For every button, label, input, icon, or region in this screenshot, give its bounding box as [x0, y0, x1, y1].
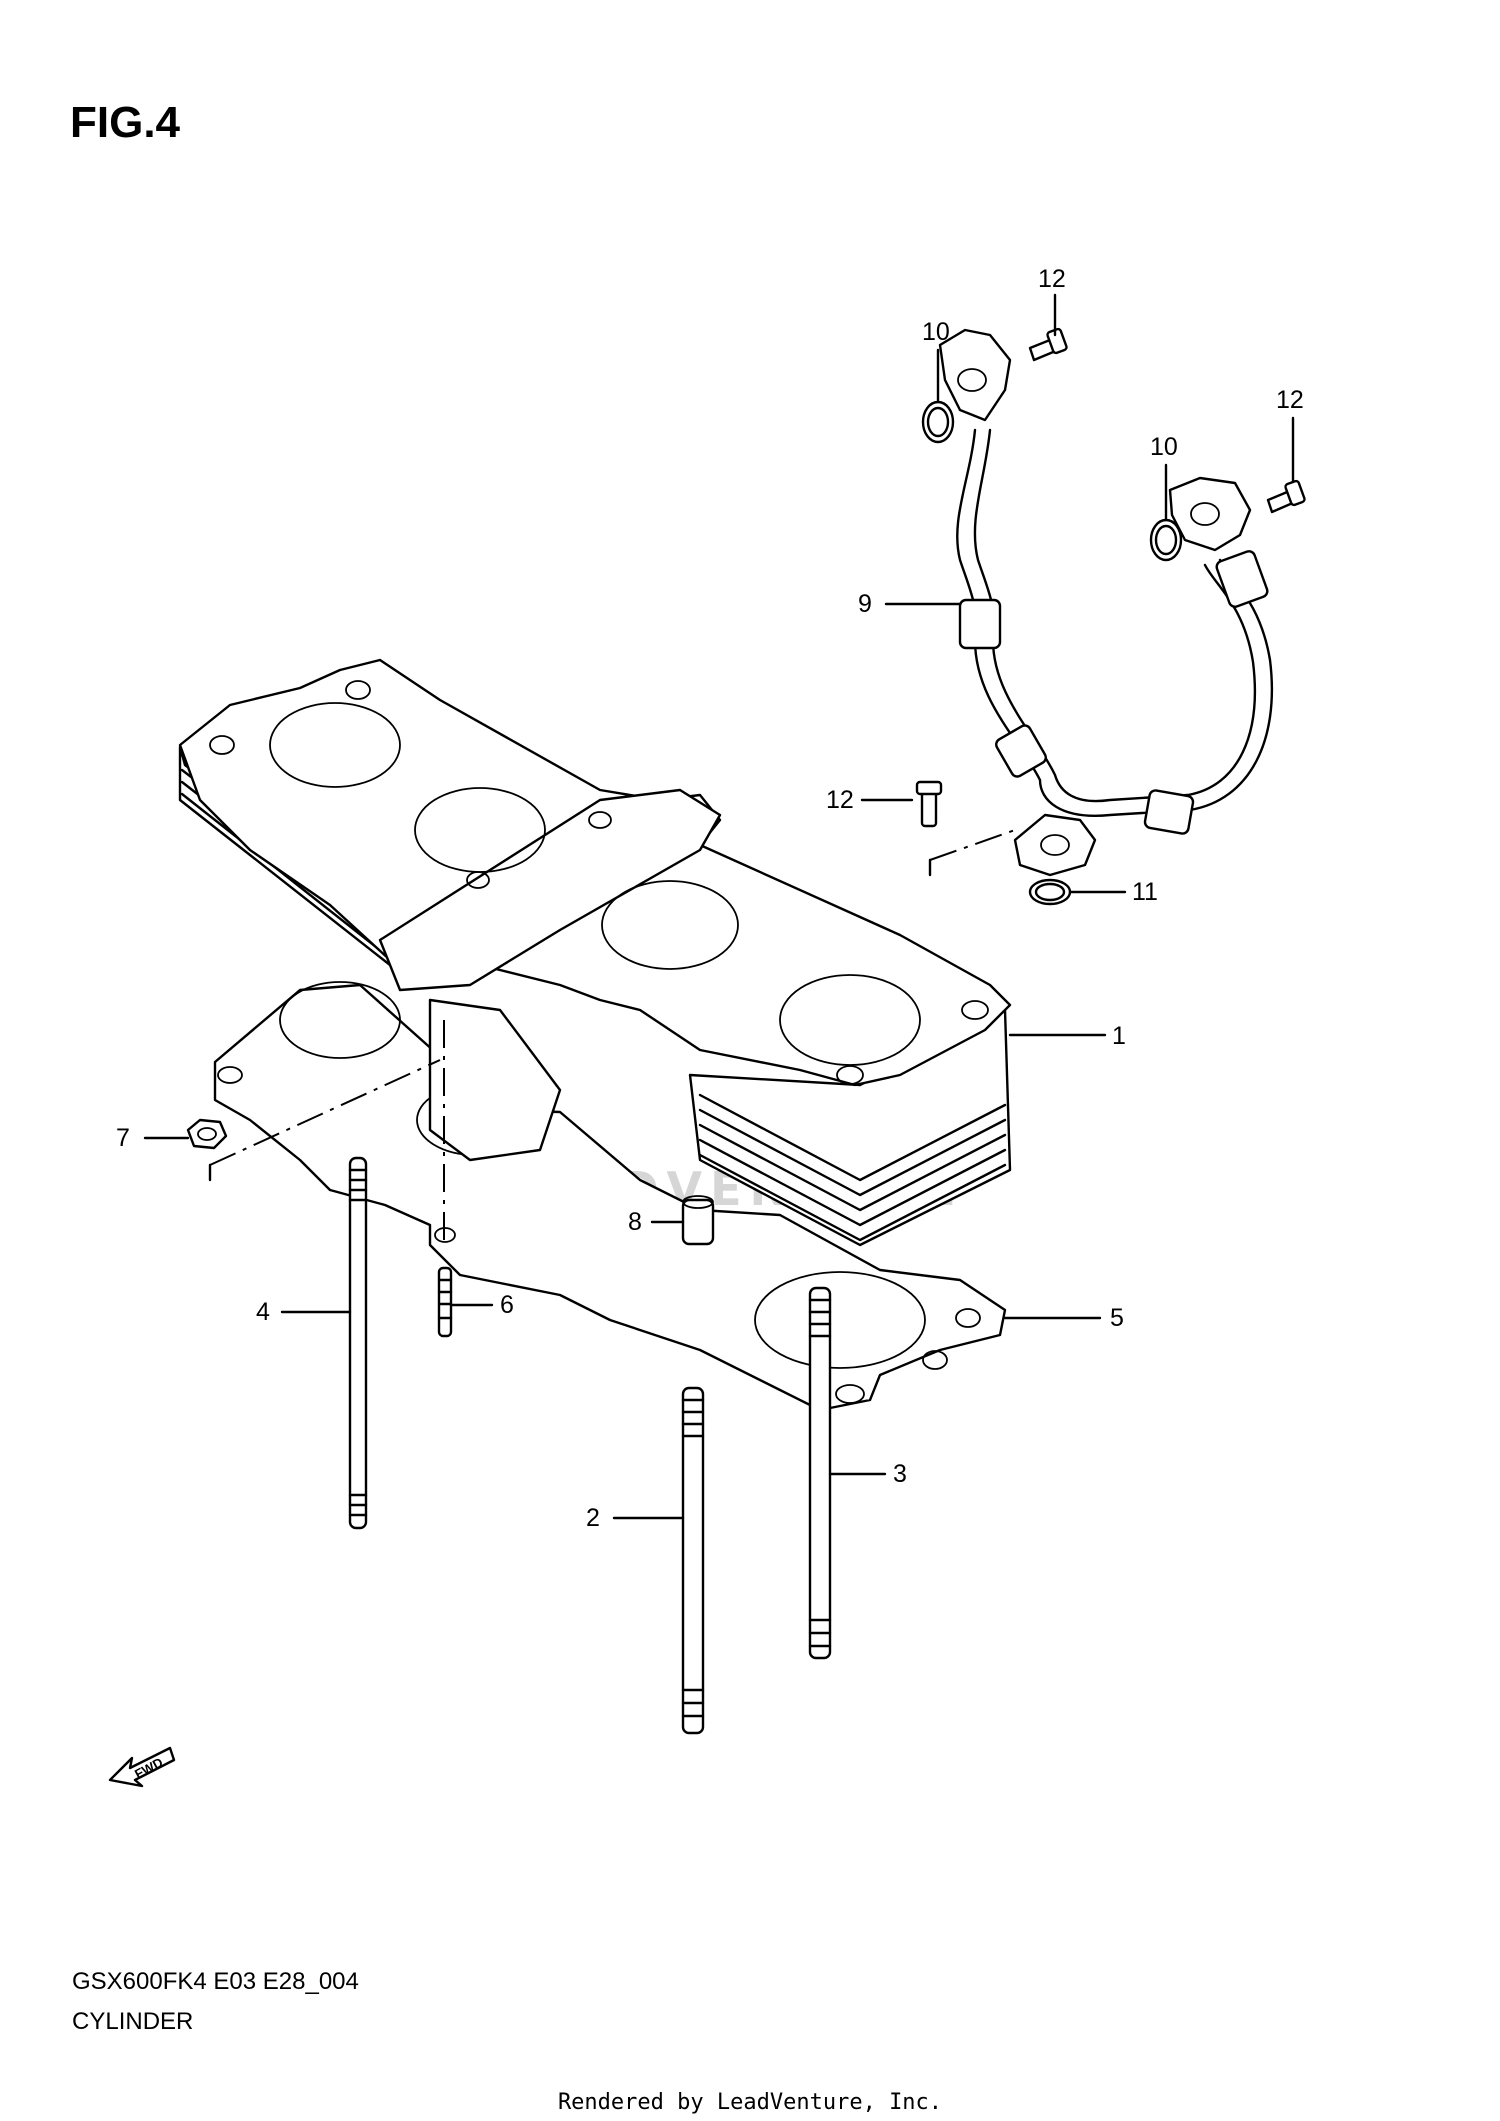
- callout-label: 9: [858, 590, 872, 618]
- callout-label: 12: [1276, 386, 1304, 414]
- bolt: [1028, 327, 1068, 362]
- callout-12-right: 12: [1276, 386, 1304, 484]
- callout-3: 3: [828, 1460, 907, 1488]
- stud-left: [348, 1156, 368, 1530]
- callout-label: 1: [1112, 1022, 1126, 1050]
- callout-label: 5: [1110, 1304, 1124, 1332]
- callout-2: 2: [586, 1504, 685, 1532]
- callout-4: 4: [256, 1298, 352, 1326]
- callout-9: 9: [858, 590, 962, 618]
- callout-10-right: 10: [1150, 433, 1178, 522]
- callout-label: 6: [500, 1291, 514, 1319]
- oil-hose: [938, 328, 1274, 877]
- fwd-arrow-icon: FWD: [108, 1746, 176, 1788]
- callout-label: 2: [586, 1504, 600, 1532]
- callout-6: 6: [449, 1291, 514, 1319]
- callout-label: 4: [256, 1298, 270, 1326]
- callout-label: 10: [922, 318, 950, 346]
- callout-label: 12: [826, 786, 854, 814]
- fwd-label: FWD: [132, 1755, 165, 1782]
- bolt-lower: [915, 780, 943, 828]
- callout-label: 10: [1150, 433, 1178, 461]
- o-ring: [921, 400, 955, 444]
- cylinder-block: [178, 658, 1012, 1247]
- callout-12-lower: 12: [826, 786, 914, 814]
- o-ring-lower: [1028, 878, 1072, 906]
- callout-11: 11: [1068, 878, 1158, 906]
- relation-line: [929, 829, 1016, 861]
- bolt-right: [1266, 479, 1306, 514]
- section-name: CYLINDER: [72, 2008, 194, 2035]
- stud-long: [681, 1386, 705, 1735]
- callout-12: 12: [1038, 265, 1066, 337]
- callout-label: 12: [1038, 265, 1066, 293]
- stud-rear: [808, 1286, 832, 1660]
- callout-7: 7: [116, 1124, 190, 1152]
- callout-label: 8: [628, 1208, 642, 1236]
- dowel-pin: [681, 1195, 715, 1246]
- callout-label: 11: [1132, 878, 1158, 906]
- o-ring-right: [1149, 518, 1183, 562]
- model-code: GSX600FK4 E03 E28_004: [72, 1968, 359, 1995]
- callout-10: 10: [922, 318, 950, 404]
- callout-5: 5: [1003, 1304, 1124, 1332]
- callout-label: 3: [893, 1460, 907, 1488]
- callout-1: 1: [1008, 1022, 1126, 1050]
- relation-line: [209, 1059, 441, 1166]
- rendered-by-credit: Rendered by LeadVenture, Inc.: [557, 2090, 943, 2115]
- callout-8: 8: [628, 1208, 685, 1236]
- nut: [186, 1118, 228, 1150]
- stud-short: [437, 1266, 453, 1338]
- callout-label: 7: [116, 1124, 130, 1152]
- figure-title: FIG.4: [70, 98, 181, 147]
